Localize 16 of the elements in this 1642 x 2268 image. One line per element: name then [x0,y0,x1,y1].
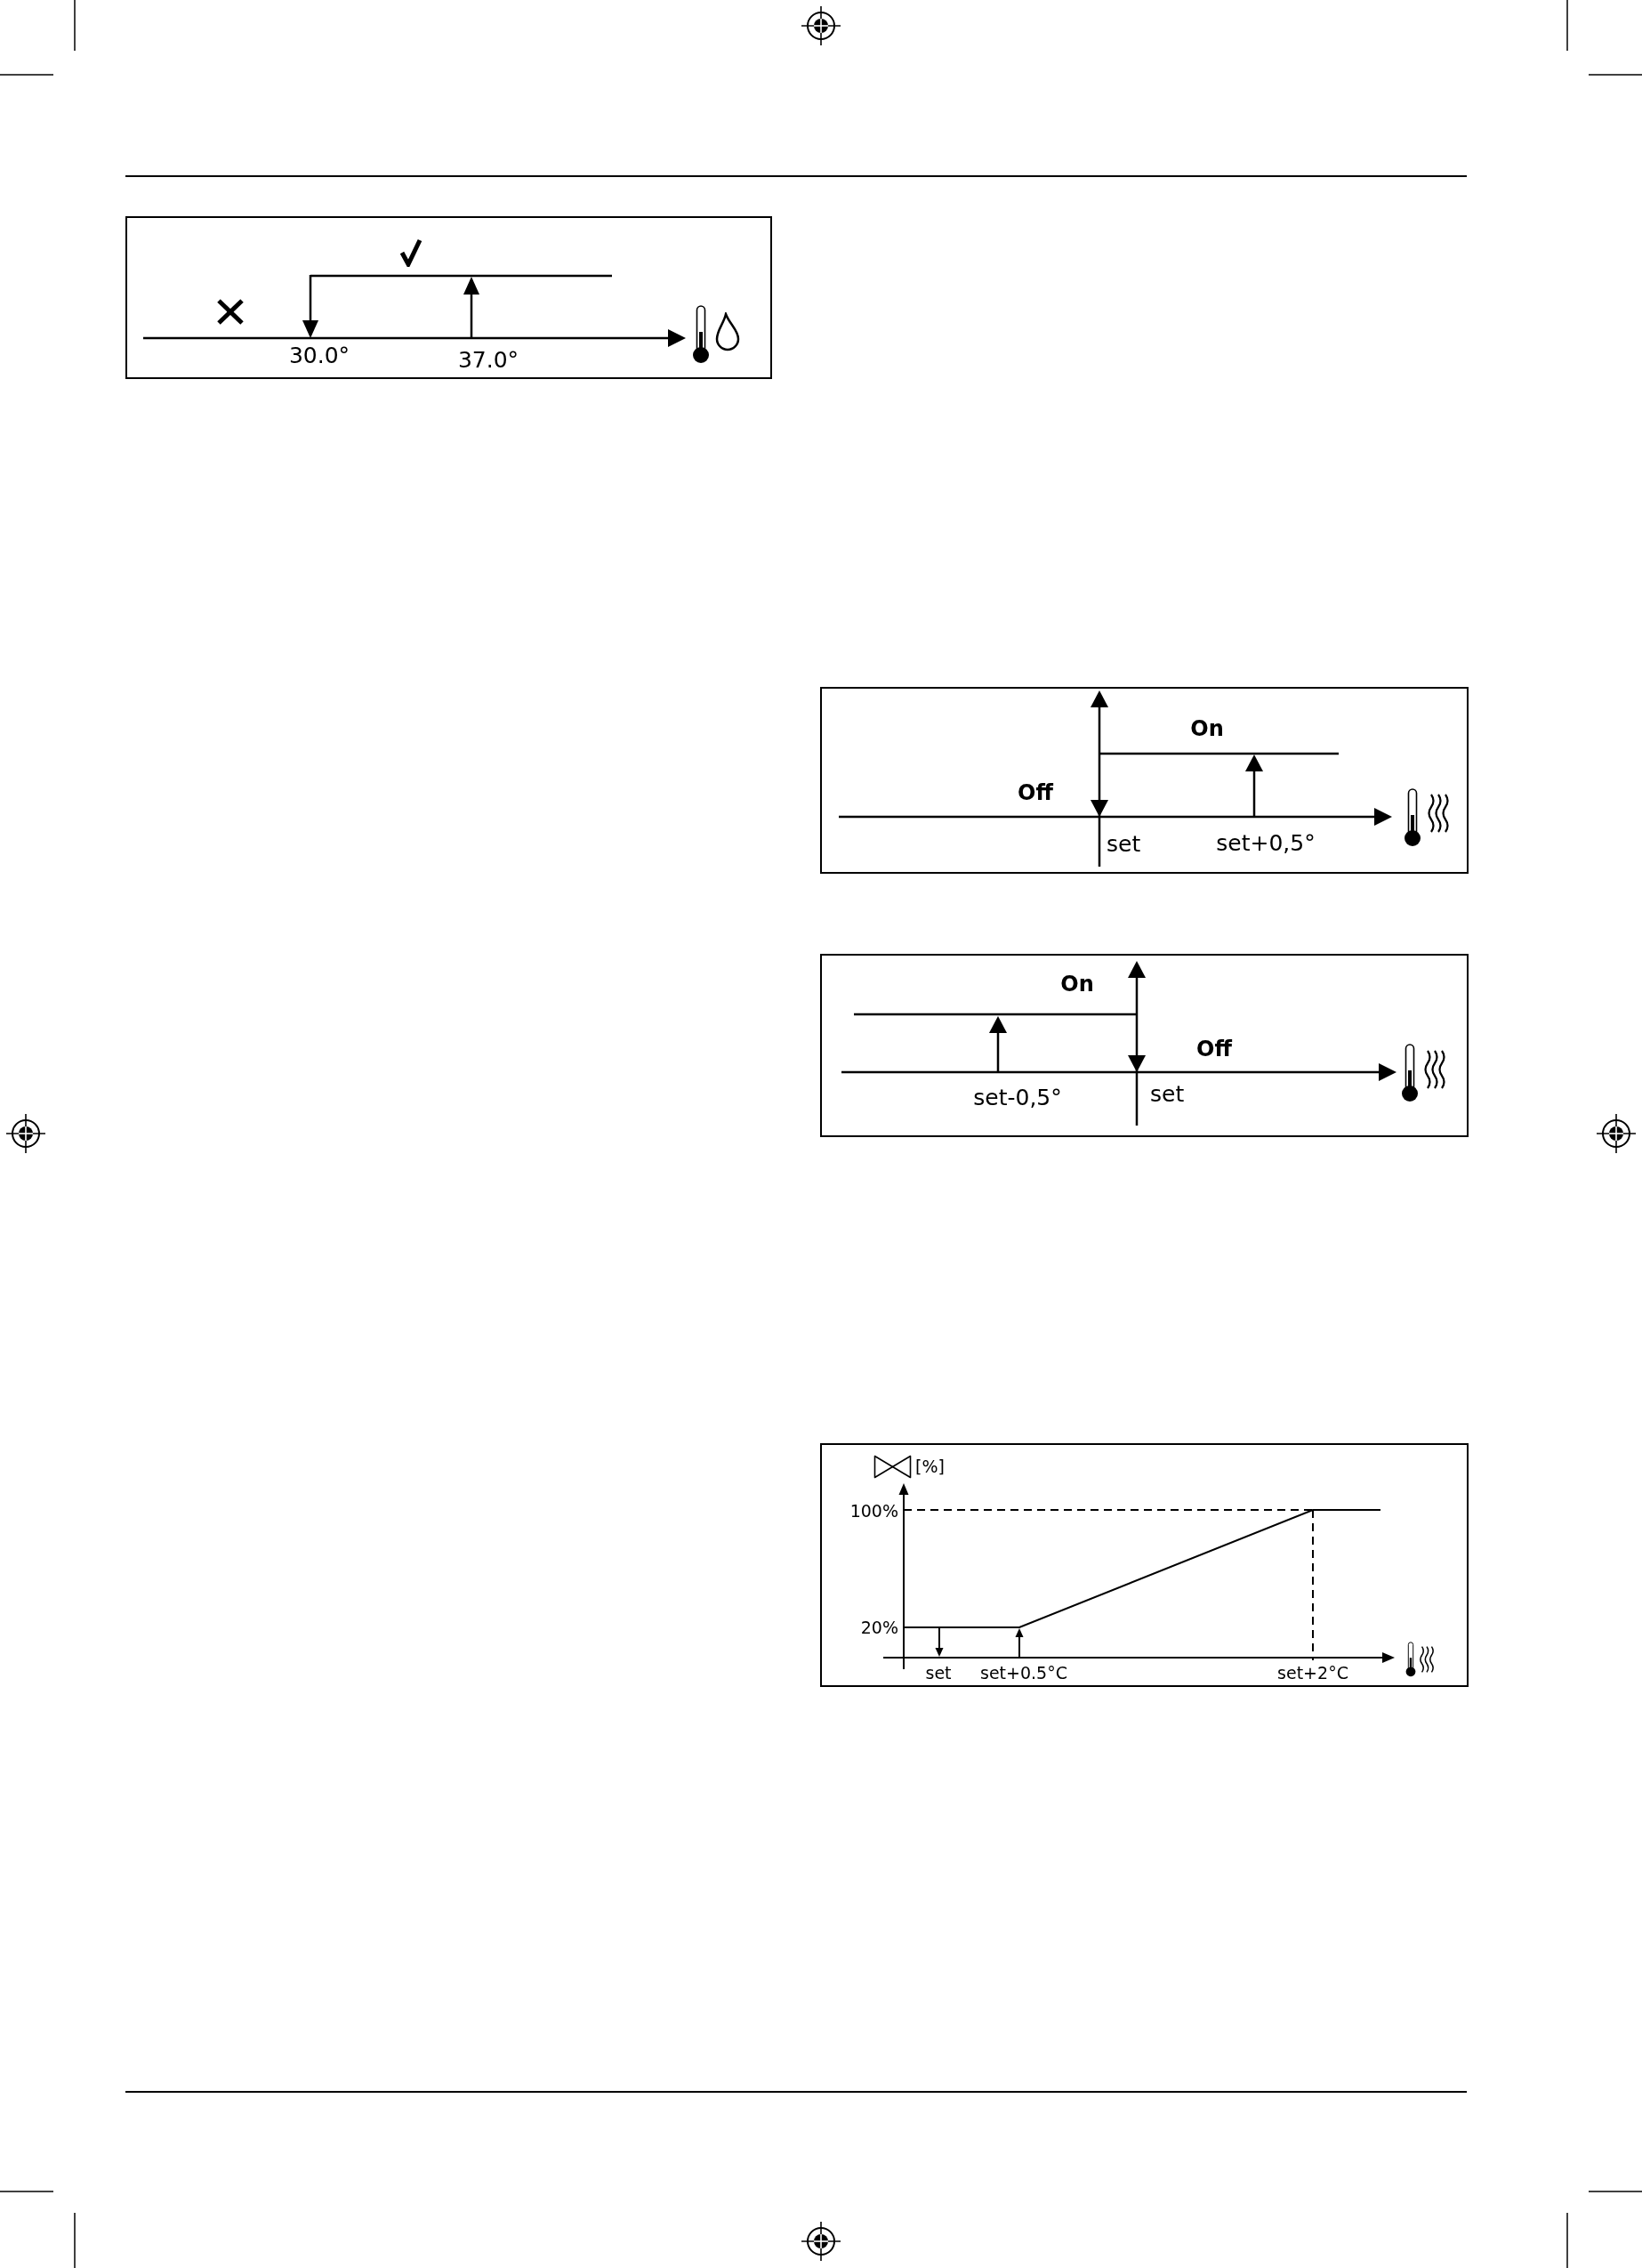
state-label: On [1060,973,1094,997]
tick-label: 100% [849,1502,898,1521]
state-label: Off [1018,781,1053,806]
setpoint-label: set-0,5° [973,1085,1062,1111]
unit-label: [%] [915,1457,945,1477]
setpoint-label: set+0,5° [1216,830,1316,857]
setpoint-label: set [1150,1081,1185,1108]
tick-label: 20% [860,1618,898,1638]
setpoint-label: set [1107,831,1141,858]
state-label: Off [1196,1037,1232,1062]
temperature-value: 37.0° [457,347,519,374]
tick-label: set+0.5°C [980,1664,1067,1683]
temperature-value: 30.0° [288,343,350,369]
tick-label: set+2°C [1277,1664,1348,1683]
state-label: On [1190,717,1224,742]
tick-label: set [925,1664,952,1683]
